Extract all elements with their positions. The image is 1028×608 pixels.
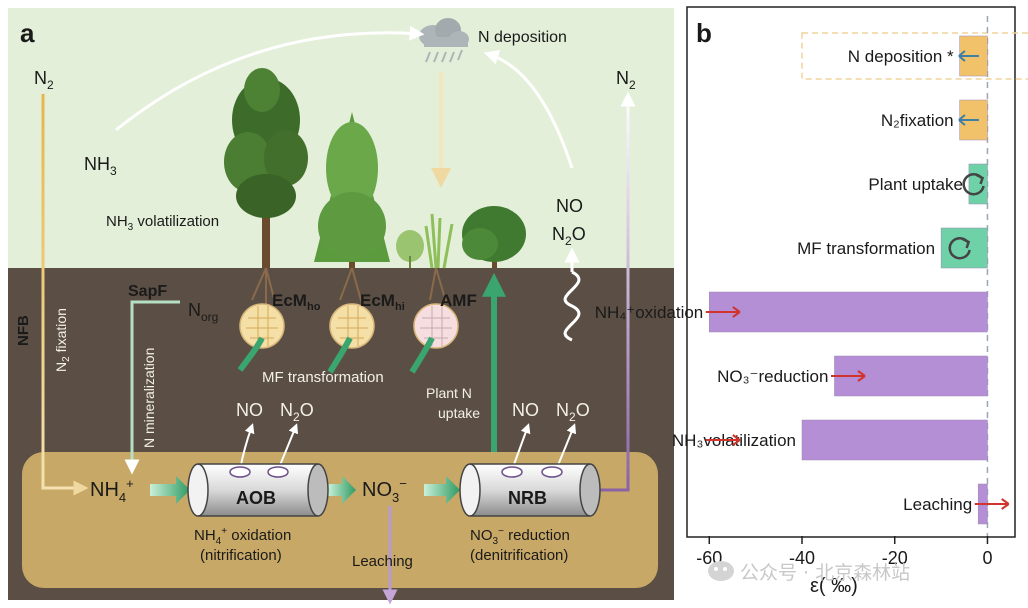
no-to-deposition-arrow — [483, 49, 574, 169]
mf-transformation-label: MF transformation — [262, 369, 384, 386]
category-label-7: Leaching — [903, 495, 972, 514]
plant-n-uptake-label-1: Plant N — [426, 385, 472, 401]
nh3-label: NH3 — [84, 154, 117, 178]
cycle-icon-3 — [948, 237, 971, 260]
amf-label: AMF — [440, 291, 477, 310]
category-label-3: MF transformation — [797, 239, 935, 258]
root-amf — [413, 267, 459, 349]
no3-reduction-label: NO3− reduction — [470, 526, 570, 547]
category-label-4: NH₄⁺oxidation — [595, 303, 704, 322]
cycle-arrowhead-icon-2 — [975, 173, 985, 185]
wechat-icon — [708, 561, 734, 581]
bar-2 — [968, 163, 988, 205]
aob-label: AOB — [236, 488, 276, 508]
ecm-ho-label: EcMho — [272, 291, 321, 313]
sapf-label: SapF — [128, 283, 167, 300]
leaching-label: Leaching — [352, 553, 413, 570]
n2-left-label: N2 — [34, 68, 54, 92]
rain-cloud-icon — [419, 18, 469, 63]
nh4-to-aob-arrow — [150, 476, 190, 504]
bar-3 — [940, 227, 988, 269]
n2-fixation-label: N2 fixation — [53, 308, 72, 372]
x-tick-label-2: -20 — [882, 548, 908, 568]
nfb-label: NFB — [15, 315, 32, 346]
n-deposition-label: N deposition — [478, 29, 567, 46]
n2o-right-label: N2O — [556, 400, 590, 424]
bar-4 — [709, 291, 988, 333]
gas-squiggle — [563, 270, 581, 342]
category-label-5: NO₃⁻reduction — [717, 367, 828, 386]
watermark: 公众号 · 北京森林站 — [708, 556, 910, 586]
plant-n-uptake-label-2: uptake — [438, 405, 480, 421]
denitrification-label: (denitrification) — [470, 547, 568, 564]
n-mineralization-label: N mineralization — [141, 348, 157, 448]
x-axis-label: ε( ‰) — [810, 575, 858, 597]
no-left-label: NO — [236, 400, 263, 420]
ecm-hi-label: EcMhi — [360, 291, 405, 313]
norg-label: Norg — [188, 300, 218, 324]
arrow-right-icon-6 — [705, 434, 741, 446]
panel-b-letter: b — [696, 18, 712, 48]
category-label-0: N deposition * — [848, 47, 954, 66]
mf-transformation-arrow-3 — [409, 336, 435, 374]
n2o-top-label: N2O — [552, 224, 586, 248]
no3-label: NO3− — [362, 476, 407, 505]
denitrification-n2-arrow — [596, 91, 636, 492]
mf-transformation-arrow-1 — [237, 336, 265, 372]
no3-to-nrb-arrow — [424, 476, 460, 504]
n2-fixation-arrow — [41, 94, 89, 496]
category-label-2: Plant uptake — [868, 175, 963, 194]
cycle-arrowhead-icon-3 — [962, 237, 971, 249]
dashed-highlight-box — [801, 32, 1028, 80]
x-tick-label-3: 0 — [982, 548, 992, 568]
nh3-volatilization-label: NH3 volatilization — [106, 213, 219, 233]
arrow-right-icon-4 — [705, 306, 741, 318]
nitrification-label: (nitrification) — [200, 547, 282, 564]
nrb-label: NRB — [508, 488, 547, 508]
arrow-right-icon-5 — [831, 370, 866, 382]
arrow-left-icon-1 — [958, 114, 979, 126]
nrb-cylinder — [459, 463, 601, 517]
nh3-to-deposition-arrow — [115, 25, 425, 132]
arrow-right-icon-7 — [974, 498, 1010, 510]
cycle-icon-2 — [962, 173, 985, 196]
arrow-left-icon-0 — [958, 50, 979, 62]
aob-to-no3-arrow — [328, 476, 356, 504]
tree-ecm-hi — [314, 112, 390, 268]
category-label-1: N₂fixation — [881, 111, 954, 130]
n2o-left-label: N2O — [280, 400, 314, 424]
root-ecm-hi — [329, 267, 375, 349]
nh4-oxidation-label: NH4+ oxidation — [194, 526, 291, 547]
root-ecm-ho — [239, 267, 285, 349]
n-mineralization-arrow — [124, 300, 180, 475]
watermark-text: 公众号 · 北京森林站 — [740, 561, 911, 584]
mf-transformation-arrow-2 — [327, 336, 353, 374]
nitrogen-cycle-diagram: a N deposition N2 NFB N2 fixation NH3 NH… — [8, 8, 674, 605]
nh4-label: NH4+ — [90, 476, 134, 505]
no-right-label: NO — [512, 400, 539, 420]
bar-6 — [801, 419, 988, 461]
no-top-label: NO — [556, 196, 583, 216]
panel-a-letter: a — [20, 18, 35, 48]
tree-ecm-ho — [224, 68, 308, 268]
plants-amf — [396, 206, 526, 269]
x-tick-label-1: -40 — [789, 548, 815, 568]
aob-cylinder — [187, 463, 329, 517]
n2-right-label: N2 — [616, 68, 636, 92]
